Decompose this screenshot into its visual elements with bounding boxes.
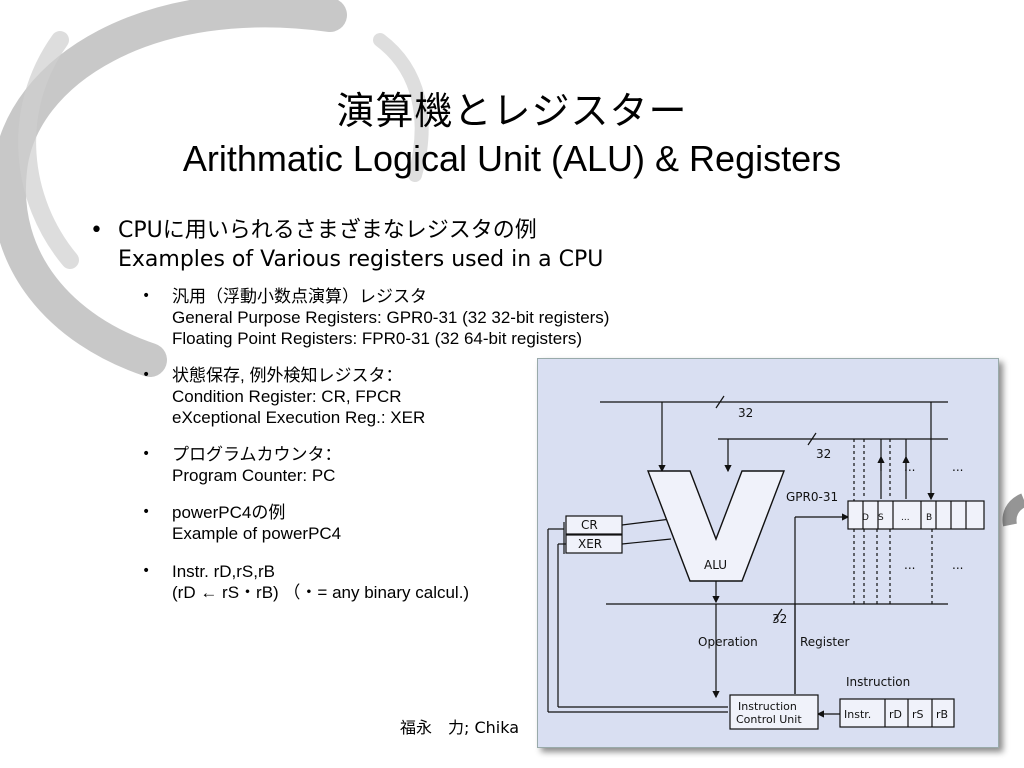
- gpr-cell-label: B: [926, 513, 932, 523]
- slide-title-japanese: 演算機とレジスター: [336, 89, 688, 133]
- cr-label: CR: [581, 518, 598, 532]
- gpr-cell-label: S: [878, 513, 884, 523]
- alu-unit: [646, 470, 786, 582]
- ellipsis-label: ...: [904, 460, 915, 474]
- bullet-dot: •: [142, 367, 151, 383]
- gpr-cell-label: D: [862, 513, 869, 523]
- instruction-fields: [839, 698, 955, 728]
- sub-bullet-text: Floating Point Registers: FPR0-31 (32 64…: [172, 329, 583, 348]
- sub-bullet-text: Program Counter: PC: [172, 466, 336, 485]
- slide-title-english: Arithmatic Logical Unit (ALU) & Register…: [182, 138, 842, 179]
- instr-field-label: Instr.: [844, 708, 871, 721]
- sub-bullet-text: General Purpose Registers: GPR0-31 (32 3…: [172, 308, 610, 327]
- sub-bullet-text: (rD ← rS・rB) （・= any binary calcul.): [172, 583, 470, 602]
- register-label: Register: [800, 635, 849, 649]
- gpr-cell-label: ...: [901, 513, 910, 523]
- bus-width-label: 32: [816, 447, 831, 461]
- sub-bullet-text: Instr. rD,rS,rB: [172, 562, 275, 581]
- sub-bullet-text: Example of powerPC4: [172, 524, 342, 543]
- alu-label: ALU: [704, 558, 727, 572]
- instr-field-label: rB: [936, 708, 948, 721]
- instr-field-label: rS: [912, 708, 924, 721]
- operation-label: Operation: [698, 635, 758, 649]
- xer-label: XER: [578, 537, 602, 551]
- sub-bullet-text: Condition Register: CR, FPCR: [172, 387, 402, 406]
- main-bullet-japanese: CPUに用いられるさまざまなレジスタの例: [118, 218, 537, 243]
- xer-register: [565, 534, 623, 554]
- ellipsis-label: ...: [952, 460, 963, 474]
- sub-bullet-text: プログラムカウンタ：: [172, 445, 342, 464]
- gpr-register-bank: [847, 500, 985, 530]
- author-footer: 福永 力; Chika: [400, 718, 520, 737]
- cr-register: [565, 515, 623, 535]
- sub-bullet-text: eXceptional Execution Reg.: XER: [172, 408, 426, 427]
- bullet-dot: •: [142, 288, 151, 304]
- bus-width-label: 32: [772, 612, 787, 626]
- bullet-dot: •: [142, 563, 151, 579]
- sub-bullet-text: 汎用（浮動小数点演算）レジスタ: [172, 287, 427, 306]
- ellipsis-label: ...: [904, 558, 915, 572]
- ellipsis-label: ...: [952, 558, 963, 572]
- instruction-control-unit: [729, 694, 819, 730]
- instruction-label: Instruction: [846, 675, 910, 689]
- icu-label: Instruction: [738, 700, 797, 713]
- sub-bullet-text: 状態保存, 例外検知レジスタ：: [172, 366, 403, 385]
- main-bullet-english: Examples of Various registers used in a …: [118, 247, 604, 272]
- sub-bullet-text: powerPC4の例: [172, 503, 286, 522]
- bullet-dot: •: [142, 504, 151, 520]
- icu-label: Control Unit: [736, 713, 802, 726]
- instr-field-label: rD: [889, 708, 902, 721]
- bullet-dot: •: [90, 218, 103, 243]
- bullet-dot: •: [142, 446, 151, 462]
- bus-width-label: 32: [738, 406, 753, 420]
- alu-register-diagram: 32 32 32 ALU CR XER GPR0-31 D S ... B ..…: [537, 358, 999, 748]
- gpr-label: GPR0-31: [786, 490, 838, 504]
